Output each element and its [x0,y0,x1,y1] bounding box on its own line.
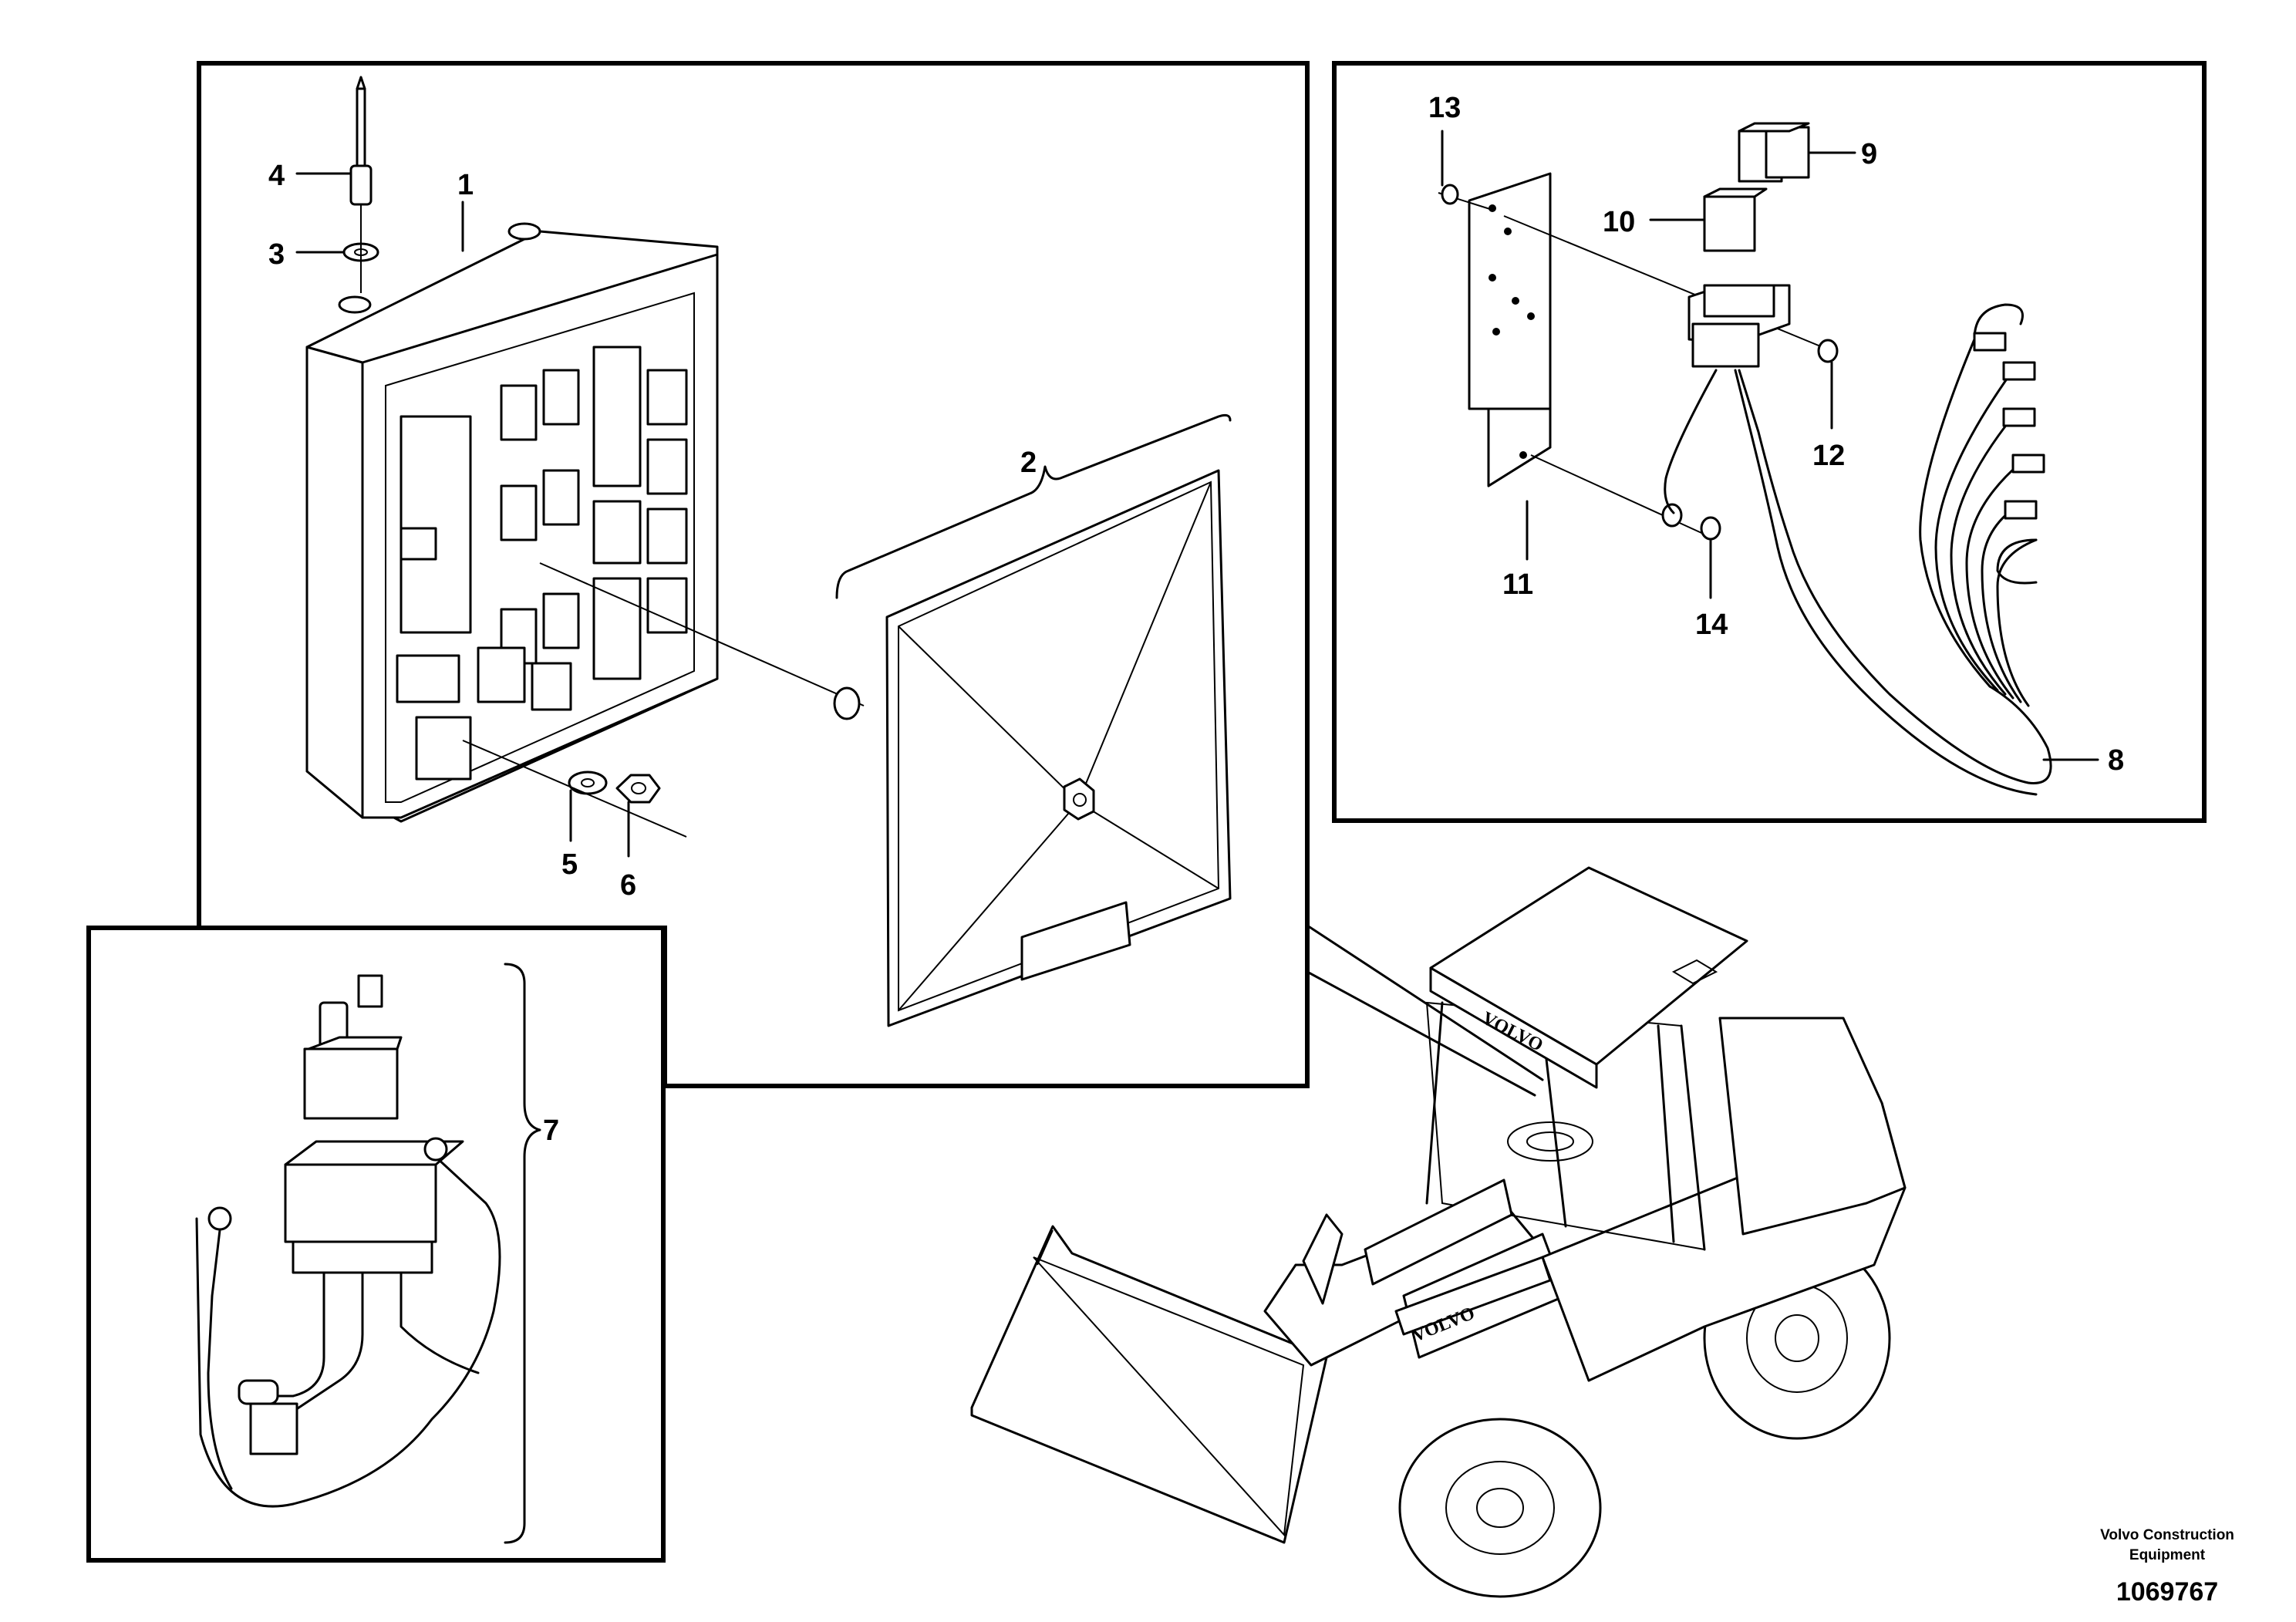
harness-part-8 [1664,303,2052,796]
callout-9: 9 [1861,138,1877,170]
cover-washer [833,686,861,720]
washer-left [1661,503,1683,528]
callout-numbers: 1 2 3 4 5 6 7 8 9 10 11 12 13 14 [268,92,2124,1147]
relay-part-9 [1738,122,1810,183]
footer: Volvo Construction Equipment 1069767 [2100,1527,2234,1607]
drawing-number: 1069767 [2116,1577,2218,1607]
callout-5: 5 [561,848,578,881]
washer-part-13 [1441,184,1459,205]
bracket-part-11 [1468,172,1552,487]
callout-2: 2 [1020,447,1037,479]
callout-8: 8 [2108,744,2124,777]
callout-7: 7 [543,1114,559,1147]
company-line-1: Volvo Construction [2100,1527,2234,1543]
callout-12: 12 [1812,440,1845,472]
callout-13: 13 [1428,92,1461,124]
relay-part-10 [1703,187,1768,252]
relay-kit-brace [504,963,541,1544]
callout-3: 3 [268,238,285,271]
callout-6: 6 [620,869,636,902]
company-line-2: Equipment [2129,1547,2206,1563]
cover-part-2 [885,469,1232,1027]
callout-leaders [295,130,2099,858]
callout-4: 4 [268,160,285,192]
callout-11: 11 [1502,568,1533,601]
callout-10: 10 [1603,206,1635,238]
callout-1: 1 [457,169,474,201]
wheel-loader: VOLVO VOLVO [970,866,1907,1598]
washer-part-14 [1700,516,1721,541]
fuse-box-part-1 [305,222,719,823]
relay-bracket-panel [1332,61,2207,823]
nut-part-6 [615,774,661,804]
screw-part-12 [1817,339,1839,363]
relay-kit-part-7 [195,974,501,1508]
callout-14: 14 [1695,609,1728,641]
washer-part-5 [568,771,608,795]
cover-brace [835,413,1232,599]
relay-socket [1687,284,1791,368]
zoom-leader-lines [1306,924,1544,1097]
